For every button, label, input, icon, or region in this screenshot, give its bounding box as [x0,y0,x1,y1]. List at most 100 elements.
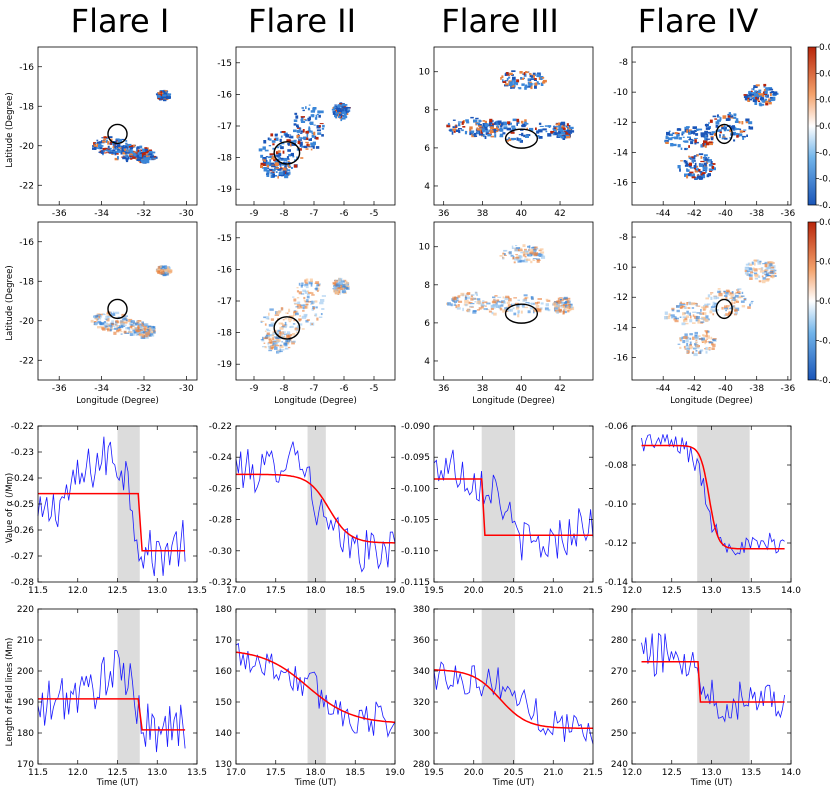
map-pixel [474,301,476,303]
map-pixel [141,158,145,160]
map-pixel [136,146,140,149]
map-pixel [470,297,474,301]
map-pixel [688,139,690,141]
map-pixel [547,125,552,128]
map-pixel [321,295,326,297]
map-pixel [302,289,307,293]
map-pixel [679,316,682,318]
map-pixel [566,126,568,128]
map-pixel [561,127,566,130]
map-pixel [331,108,335,111]
map-pixel [710,292,714,294]
chart-xtick-label: 12.5 [662,586,682,596]
map-pixel [260,164,263,168]
chart-ytick-label: 150 [215,698,232,708]
map-pixel [557,300,562,304]
map-ytick-label: -16 [19,238,34,248]
map-pixel [301,116,304,119]
map-pixel [318,316,323,318]
map-pixel [510,137,515,141]
map-pixel [745,121,749,124]
map-pixel [721,306,724,310]
map-pixel [679,306,683,309]
map-pixel [92,145,95,148]
map-pixel [488,124,493,127]
map-pixel [747,97,750,101]
map-pixel [511,85,515,88]
map-pixel [308,281,313,285]
map-pixel [521,132,524,137]
map-pixel [729,307,732,310]
map-pixel [264,159,266,162]
map-pixel [332,112,337,115]
map-pixel [116,150,121,153]
map-pixel [694,331,698,335]
map-pixel [517,87,522,89]
map-pixel [700,349,704,352]
map-pixel [683,345,686,349]
map-pixel [717,288,721,290]
map-pixel [528,245,531,249]
map-pixel [342,108,346,111]
map-pixel [339,287,344,290]
map-pixel [536,259,540,263]
map-pixel [297,133,300,136]
map-pixel [684,173,688,177]
map-pixel [739,130,744,133]
map-pixel [115,139,120,141]
map-pixel [123,146,128,149]
map-pixel [664,140,668,143]
fit-series-line [38,698,186,731]
map-pixel [346,111,350,113]
map-pixel [503,122,508,126]
map-pixel [114,146,116,148]
map-pixel [286,331,291,334]
map-pixel [117,156,119,160]
map-pixel [260,320,265,322]
map-pixel [765,273,768,277]
map-pixel [756,96,759,99]
map-pixel [465,303,468,307]
map-pixel [499,135,503,138]
map-pixel [700,144,704,148]
map-pixel [693,155,698,157]
map-pixel [305,278,309,282]
chart-xtick-label: 21.5 [583,768,603,778]
map-pixel [697,128,703,131]
map-pixel [687,173,692,177]
map-pixel [696,168,699,171]
map-pixel [766,275,771,277]
map-pixel [485,305,487,307]
map-pixel [270,343,273,345]
map-xtick-label: -40 [718,384,733,394]
map-pixel [545,130,548,133]
map-pixel [112,146,115,149]
map-xtick-label: -42 [687,209,702,219]
map-pixel [531,302,536,306]
map-pixel [98,315,101,319]
map-pixel [689,319,693,323]
map-pixel [296,287,299,289]
map-pixel [683,319,688,322]
map-pixel [489,121,493,125]
map-pixel [132,144,136,147]
map-pixel [316,125,321,129]
chart-ytick-label: 210 [17,636,34,646]
map-pixel [300,285,303,288]
map-pixel [752,96,756,101]
map-pixel [721,126,724,130]
map-pixel [135,155,139,158]
map-pixel [503,126,508,129]
map-pixel [497,296,502,298]
map-pixel [272,143,275,146]
colorbar-bar [807,46,817,206]
map-pixel [757,261,761,265]
map-pixel [707,318,710,321]
colorbar-tick-label: 0.02 [819,69,830,79]
map-xtick-label: -5 [370,384,379,394]
map-pixel [695,318,699,322]
map-pixel [734,127,737,131]
chart-ytick-label: 190 [17,698,34,708]
map-pixel [448,129,452,131]
flare-interval-shade [117,609,140,764]
